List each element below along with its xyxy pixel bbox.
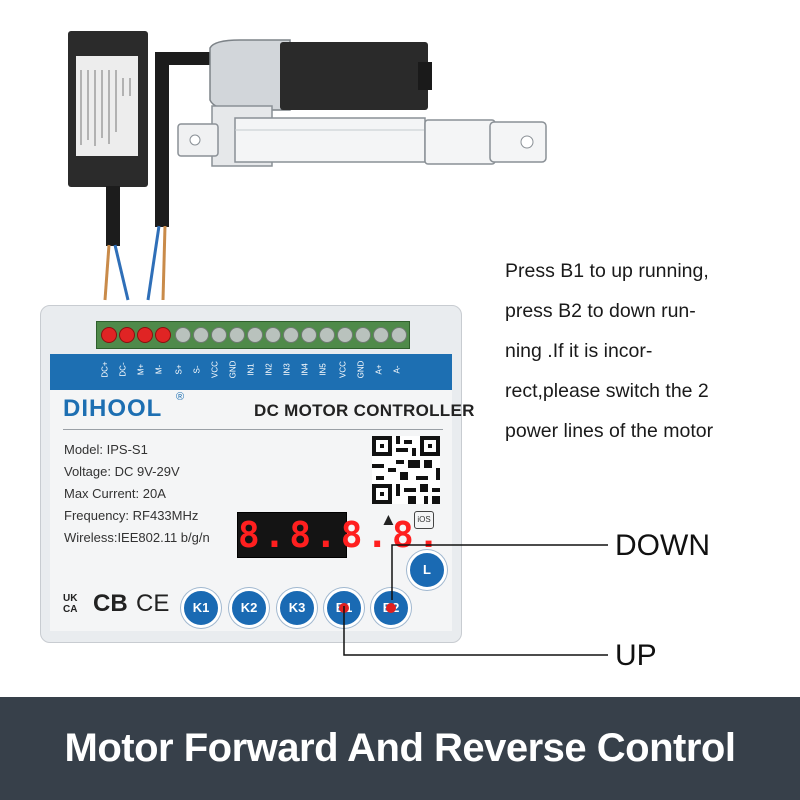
ukca-mark: UK CA	[63, 593, 78, 615]
cb-mark: CB	[93, 590, 128, 617]
terminal-screw	[137, 327, 153, 343]
terminal-label-band	[50, 354, 452, 390]
terminal-screw	[355, 327, 371, 343]
terminal-screw	[319, 327, 335, 343]
spec-wireless: Wireless:IEE802.11 b/g/n	[64, 530, 210, 545]
instruction-line: press B2 to down run-	[505, 300, 696, 322]
k2-button[interactable]: K2	[229, 588, 269, 628]
terminal-screw	[155, 327, 171, 343]
terminal-screw	[119, 327, 135, 343]
banner-title: Motor Forward And Reverse Control	[64, 726, 736, 770]
instruction-line: ning .If it is incor-	[505, 340, 653, 362]
brand-logo: DIHOOL	[63, 395, 163, 422]
terminal-screw	[337, 327, 353, 343]
terminal-screw	[211, 327, 227, 343]
instruction-line: rect,please switch the 2	[505, 380, 709, 402]
terminal-screw	[301, 327, 317, 343]
registered-mark: ®	[176, 391, 185, 403]
linear-actuator-illustration	[68, 31, 547, 301]
qr-code-icon	[372, 436, 440, 504]
spec-voltage: Voltage: DC 9V-29V	[64, 464, 180, 479]
terminal-screw	[265, 327, 281, 343]
ios-icon: iOS	[414, 511, 434, 529]
terminal-block	[96, 321, 410, 349]
learn-button[interactable]: L	[407, 550, 447, 590]
k3-button[interactable]: K3	[277, 588, 317, 628]
spec-model: Model: IPS-S1	[64, 442, 148, 457]
terminal-screw	[283, 327, 299, 343]
terminal-screw	[373, 327, 389, 343]
instruction-line: power lines of the motor	[505, 420, 714, 442]
product-title: DC MOTOR CONTROLLER	[254, 401, 475, 420]
terminal-screw	[101, 327, 117, 343]
terminal-screw	[247, 327, 263, 343]
down-callout: DOWN	[615, 529, 710, 562]
ce-mark: CE	[136, 590, 170, 617]
terminal-screw	[193, 327, 209, 343]
instruction-line: Press B1 to up running,	[505, 260, 709, 282]
android-icon: ▲	[380, 510, 397, 529]
b2-down-button[interactable]: B2	[371, 588, 411, 628]
spec-current: Max Current: 20A	[64, 486, 166, 501]
callout-lines	[343, 544, 608, 656]
up-callout: UP	[615, 639, 657, 672]
terminal-screw	[175, 327, 191, 343]
divider	[63, 429, 443, 430]
down-indicator-dot	[386, 603, 396, 613]
footer-banner	[0, 697, 800, 800]
k1-button[interactable]: K1	[181, 588, 221, 628]
terminal-screw	[391, 327, 407, 343]
spec-frequency: Frequency: RF433MHz	[64, 508, 199, 523]
terminal-screw	[229, 327, 245, 343]
